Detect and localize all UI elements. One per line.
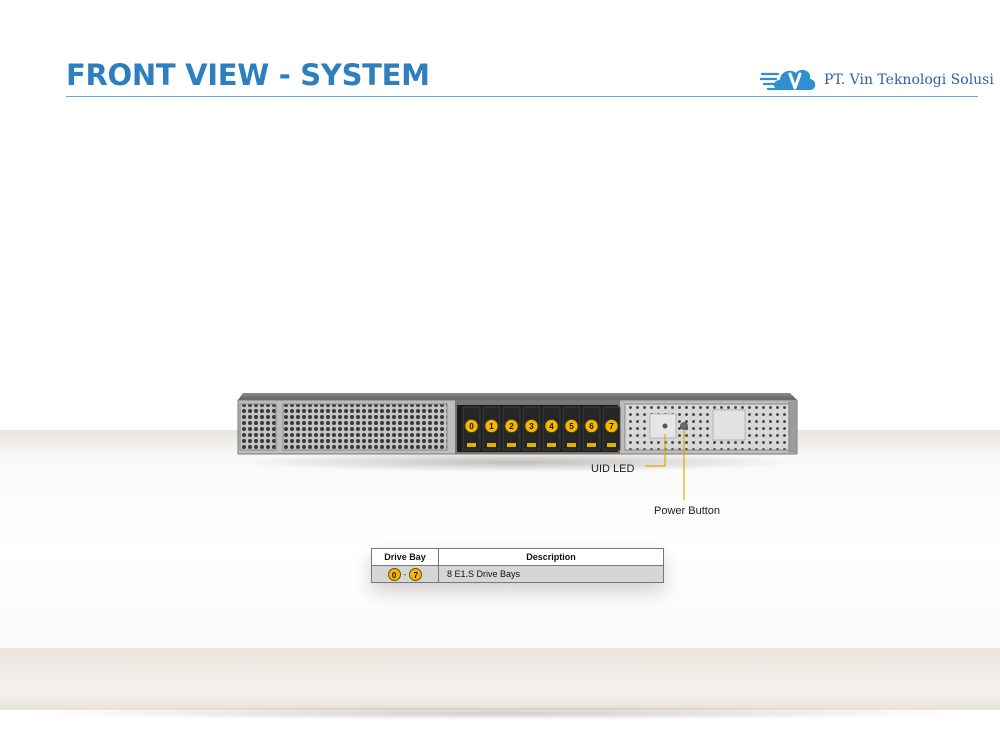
server-shadow <box>238 452 798 472</box>
page-title: FRONT VIEW - SYSTEM <box>66 58 430 92</box>
range-separator: - <box>403 569 407 579</box>
company-name: PT. Vin Teknologi Solusi <box>824 72 994 88</box>
company-logo: PT. Vin Teknologi Solusi <box>760 62 994 96</box>
backdrop-band <box>0 430 1000 650</box>
drive-bay-label: 3 <box>529 422 534 431</box>
column-header-description: Description <box>438 548 664 566</box>
drive-bay-label: 7 <box>609 422 614 431</box>
power-button[interactable] <box>680 422 688 430</box>
drive-bay-label: 6 <box>589 422 594 431</box>
description-cell: 8 E1.S Drive Bays <box>438 565 664 583</box>
backdrop-shadow <box>30 706 970 720</box>
power-button-label: Power Button <box>654 505 721 517</box>
drive-bay-badge: 0 <box>387 567 401 581</box>
drive-bay-label: 1 <box>489 422 494 431</box>
table-header-row: Drive Bay Description <box>371 548 664 566</box>
cloud-logo-icon <box>760 69 816 91</box>
drive-bay-label: 2 <box>509 422 514 431</box>
title-divider <box>66 96 978 97</box>
uid-led-indicator <box>662 423 668 429</box>
drive-bay-table: Drive Bay Description 0-7 8 E1.S Drive B… <box>371 548 664 583</box>
drive-bay-badges: 0 1 2 3 4 5 6 7 <box>464 419 619 433</box>
drive-bay-label: 4 <box>549 422 554 431</box>
drive-bay-label: 0 <box>469 422 474 431</box>
drive-bay-label: 5 <box>569 422 574 431</box>
server-front-panel: 0 1 2 3 4 5 6 7 <box>237 393 798 455</box>
backdrop-lower-band <box>0 648 1000 710</box>
uid-led-label: UID LED <box>591 463 635 475</box>
table-row: 0-7 8 E1.S Drive Bays <box>371 565 664 583</box>
drive-bay-range-cell: 0-7 <box>371 565 439 583</box>
column-header-drive-bay: Drive Bay <box>371 548 439 566</box>
drive-bay-badge: 7 <box>409 567 423 581</box>
